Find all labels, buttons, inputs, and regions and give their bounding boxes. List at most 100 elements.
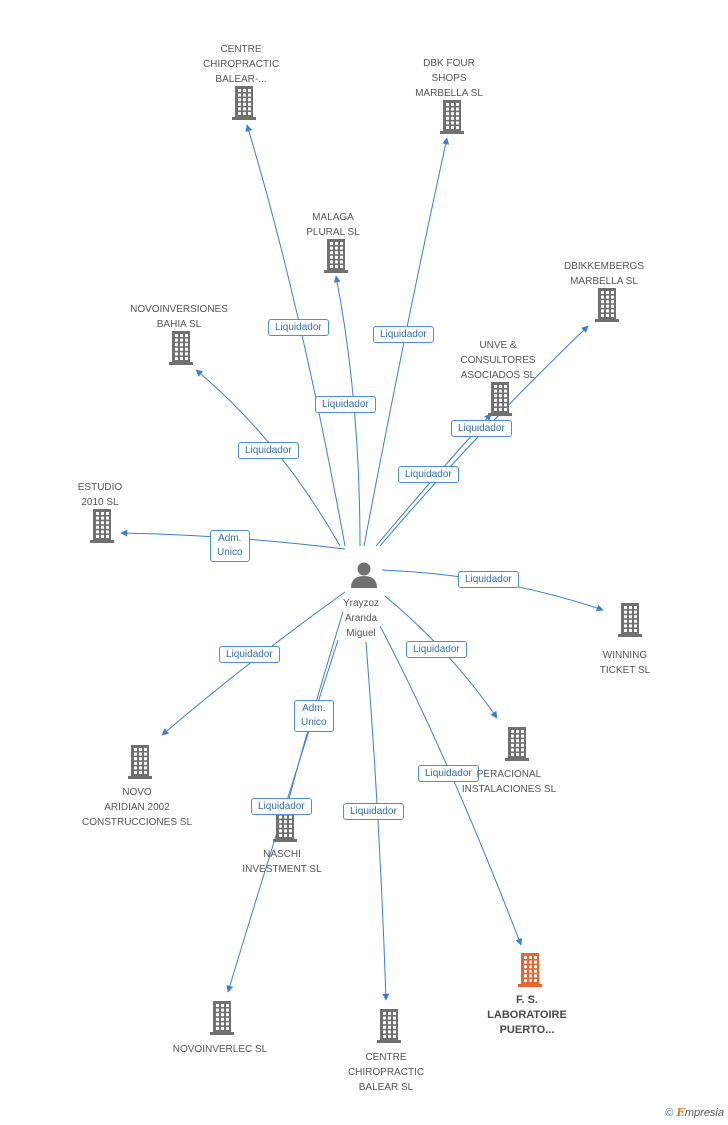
node-label-line: BALEAR SL: [358, 1082, 414, 1093]
edge-label-dbk-four[interactable]: Liquidador: [373, 326, 434, 343]
edge-label-line: Liquidador: [275, 322, 322, 333]
node-label-estudio[interactable]: ESTUDIO 2010 SL: [25, 480, 175, 510]
edge-label-line: Unico: [217, 547, 243, 558]
edge-label-line: Adm.: [218, 533, 242, 544]
node-label-malaga-plural[interactable]: MALAGA PLURAL SL: [258, 210, 408, 240]
building-icon-unve[interactable]: [488, 382, 512, 416]
node-label-line: 2010 SL: [81, 497, 119, 508]
node-label-unve[interactable]: UNVE & CONSULTORES ASOCIADOS SL: [423, 338, 573, 383]
node-label-centre-balear-top[interactable]: CENTRE CHIROPRACTIC BALEAR-...: [166, 42, 316, 87]
node-label-line: INSTALACIONES SL: [461, 784, 557, 795]
person-icon[interactable]: [351, 562, 377, 589]
building-icon-winning[interactable]: [618, 603, 642, 637]
edge-label-novoinversiones[interactable]: Liquidador: [238, 442, 299, 459]
center-label-line: Miguel: [346, 628, 376, 639]
node-label-line: BALEAR-...: [215, 74, 267, 85]
node-label-winning[interactable]: WINNING TICKET SL: [550, 648, 700, 678]
center-label-line: Aranda: [344, 613, 378, 624]
edge-label-dbikkembergs[interactable]: Liquidador: [451, 420, 512, 437]
building-icon-novo-aridian[interactable]: [128, 745, 152, 779]
edge-label-line: Liquidador: [413, 644, 460, 655]
brand-watermark: © Empresia: [665, 1106, 724, 1119]
node-label-line: MARBELLA SL: [570, 276, 638, 287]
node-label-line: TICKET SL: [599, 665, 651, 676]
node-label-line: ASOCIADOS SL: [460, 370, 536, 381]
node-label-novoinversiones[interactable]: NOVOINVERSIONES BAHIA SL: [104, 302, 254, 332]
brand-name: mpresia: [684, 1107, 724, 1119]
edge-label-naschi[interactable]: Adm. Unico: [294, 700, 334, 732]
node-label-line: PERACIONAL: [476, 769, 542, 780]
edge-line-centre-balear-top: [245, 124, 346, 547]
node-label-fs-laboratoire[interactable]: F. S. LABORATOIRE PUERTO...: [452, 993, 602, 1038]
node-label-line: LABORATOIRE: [487, 1009, 567, 1021]
building-icon-malaga-plural[interactable]: [324, 239, 348, 273]
edge-label-line: Liquidador: [458, 423, 505, 434]
node-label-line: F. S.: [515, 994, 538, 1006]
node-label-line: NASCHI: [263, 849, 301, 860]
node-label-line: NOVO: [122, 787, 152, 798]
edge-label-line: Liquidador: [245, 445, 292, 456]
edge-label-centre-balear-top[interactable]: Liquidador: [268, 319, 329, 336]
node-label-line: MALAGA: [312, 212, 354, 223]
node-label-operacional[interactable]: PERACIONAL INSTALACIONES SL: [434, 767, 584, 797]
node-label-line: CONSTRUCCIONES SL: [81, 817, 192, 828]
edge-label-line: Liquidador: [322, 399, 369, 410]
edge-label-novo-aridian[interactable]: Liquidador: [219, 646, 280, 663]
node-label-line: SHOPS: [431, 73, 467, 84]
node-label-line: CONSULTORES: [460, 355, 536, 366]
building-icon-estudio[interactable]: [90, 509, 114, 543]
building-icon-operacional[interactable]: [505, 727, 529, 761]
node-label-line: ESTUDIO: [77, 482, 123, 493]
node-label-line: MARBELLA SL: [415, 88, 483, 99]
edge-label-line: Unico: [301, 717, 327, 728]
node-label-line: ARIDIAN 2002: [104, 802, 170, 813]
node-label-line: UNVE &: [479, 340, 517, 351]
edge-label-winning[interactable]: Liquidador: [458, 571, 519, 588]
node-label-centre-balear-bottom[interactable]: CENTRE CHIROPRACTIC BALEAR SL: [311, 1050, 461, 1095]
copyright-symbol: ©: [665, 1107, 674, 1119]
node-label-line: CENTRE: [365, 1052, 407, 1063]
building-icon-fs-laboratoire[interactable]: [518, 953, 542, 987]
edge-label-operacional[interactable]: Liquidador: [406, 641, 467, 658]
edge-label-line: Adm.: [302, 703, 326, 714]
edge-label-novoinverlec[interactable]: Liquidador: [251, 798, 312, 815]
node-label-line: NOVOINVERSIONES: [130, 304, 228, 315]
edge-label-line: Liquidador: [380, 329, 427, 340]
node-label-line: NOVOINVERLEC SL: [172, 1044, 268, 1055]
edge-label-line: Liquidador: [226, 649, 273, 660]
building-icon-centre-balear-top[interactable]: [232, 86, 256, 120]
edge-label-malaga-plural[interactable]: Liquidador: [315, 396, 376, 413]
brand-initial: E: [676, 1106, 685, 1119]
building-icon-centre-balear-bottom[interactable]: [377, 1009, 401, 1043]
edge-label-unve[interactable]: Liquidador: [398, 466, 459, 483]
edge-label-line: Liquidador: [425, 768, 472, 779]
node-label-line: DBK FOUR: [423, 58, 475, 69]
node-label-line: BAHIA SL: [156, 319, 202, 330]
node-label-line: CHIROPRACTIC: [202, 59, 280, 70]
edge-label-line: Liquidador: [258, 801, 305, 812]
edge-label-fs-laboratoire[interactable]: Liquidador: [418, 765, 479, 782]
node-label-line: PLURAL SL: [306, 227, 360, 238]
node-label-line: DBIKKEMBERGS: [563, 261, 645, 272]
node-label-dbk-four[interactable]: DBK FOUR SHOPS MARBELLA SL: [374, 56, 524, 101]
edge-label-estudio[interactable]: Adm. Unico: [210, 530, 250, 562]
node-label-line: CENTRE: [220, 44, 262, 55]
building-icon-dbikkembergs[interactable]: [595, 288, 619, 322]
building-icon-dbk-four[interactable]: [440, 100, 464, 134]
edge-label-line: Liquidador: [405, 469, 452, 480]
node-label-line: PUERTO...: [499, 1024, 555, 1036]
node-label-line: WINNING: [602, 650, 648, 661]
edge-label-line: Liquidador: [350, 806, 397, 817]
edge-label-line: Liquidador: [465, 574, 512, 585]
edge-label-centre-balear-bottom[interactable]: Liquidador: [343, 803, 404, 820]
node-label-novoinverlec[interactable]: NOVOINVERLEC SL: [145, 1042, 295, 1057]
node-label-dbikkembergs[interactable]: DBIKKEMBERGS MARBELLA SL: [529, 259, 679, 289]
node-label-line: CHIROPRACTIC: [347, 1067, 425, 1078]
center-label-line: Yrayzoz: [342, 598, 380, 609]
building-icon-novoinverlec[interactable]: [210, 1001, 234, 1035]
building-icon-novoinversiones[interactable]: [169, 331, 193, 365]
